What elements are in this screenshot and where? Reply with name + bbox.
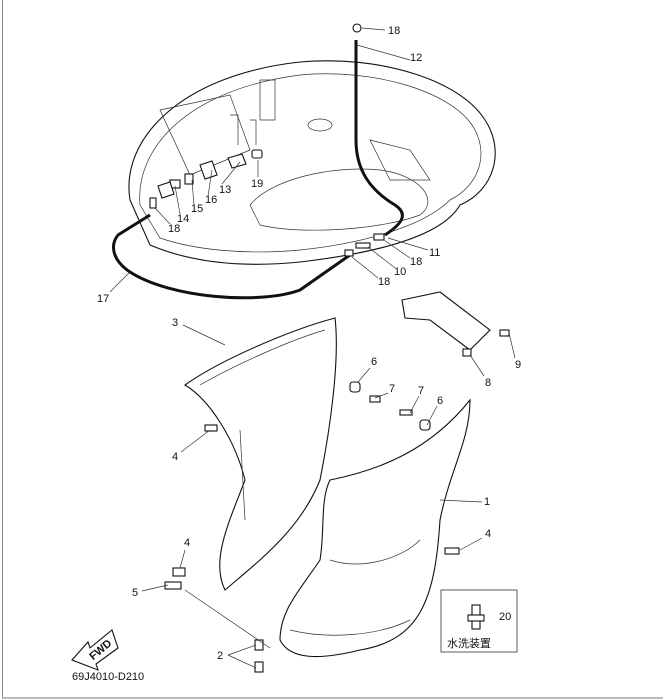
callout-16: 16 — [205, 194, 217, 206]
callout-3: 3 — [172, 317, 178, 329]
callout-18: 18 — [388, 25, 400, 37]
inset-caption: 水洗装置 — [447, 637, 491, 650]
callout-7: 7 — [389, 383, 395, 395]
callout-4: 4 — [172, 451, 178, 463]
callout-19: 19 — [251, 178, 263, 190]
callout-4: 4 — [485, 528, 491, 540]
fittings — [149, 149, 385, 257]
callout-20: 20 — [499, 611, 511, 623]
lower-cover-1 — [279, 398, 471, 658]
callout-7: 7 — [418, 385, 424, 397]
clip-18-top — [352, 23, 362, 33]
fwd-arrow: FWD — [71, 629, 119, 671]
bottom-cowling-pan — [128, 60, 496, 265]
callout-6: 6 — [437, 395, 443, 407]
callout-5: 5 — [132, 587, 138, 599]
callout-12: 12 — [410, 52, 422, 64]
callout-9: 9 — [515, 359, 521, 371]
callout-2: 2 — [217, 650, 223, 662]
callout-17: 17 — [97, 293, 109, 305]
hose-12 — [354, 40, 404, 237]
callout-14: 14 — [177, 213, 189, 225]
callout-6: 6 — [371, 356, 377, 368]
callout-1: 1 — [484, 496, 490, 508]
callout-4: 4 — [184, 537, 190, 549]
drawing-code: 69J4010-D210 — [72, 671, 144, 683]
bracket — [401, 291, 491, 351]
callout-18: 18 — [410, 256, 422, 268]
callout-15: 15 — [191, 203, 203, 215]
callout-11: 11 — [429, 247, 440, 259]
callout-8: 8 — [485, 377, 491, 389]
callout-18: 18 — [168, 223, 180, 235]
callout-18: 18 — [378, 276, 390, 288]
hose-17 — [112, 213, 351, 300]
callout-13: 13 — [219, 184, 231, 196]
callout-10: 10 — [394, 266, 406, 278]
inset-flushing-device: 水洗装置 — [440, 589, 518, 653]
callout-labels: 18 12 19 13 16 15 14 18 11 18 10 18 17 3… — [97, 25, 521, 662]
lower-cover-3 — [183, 317, 337, 591]
